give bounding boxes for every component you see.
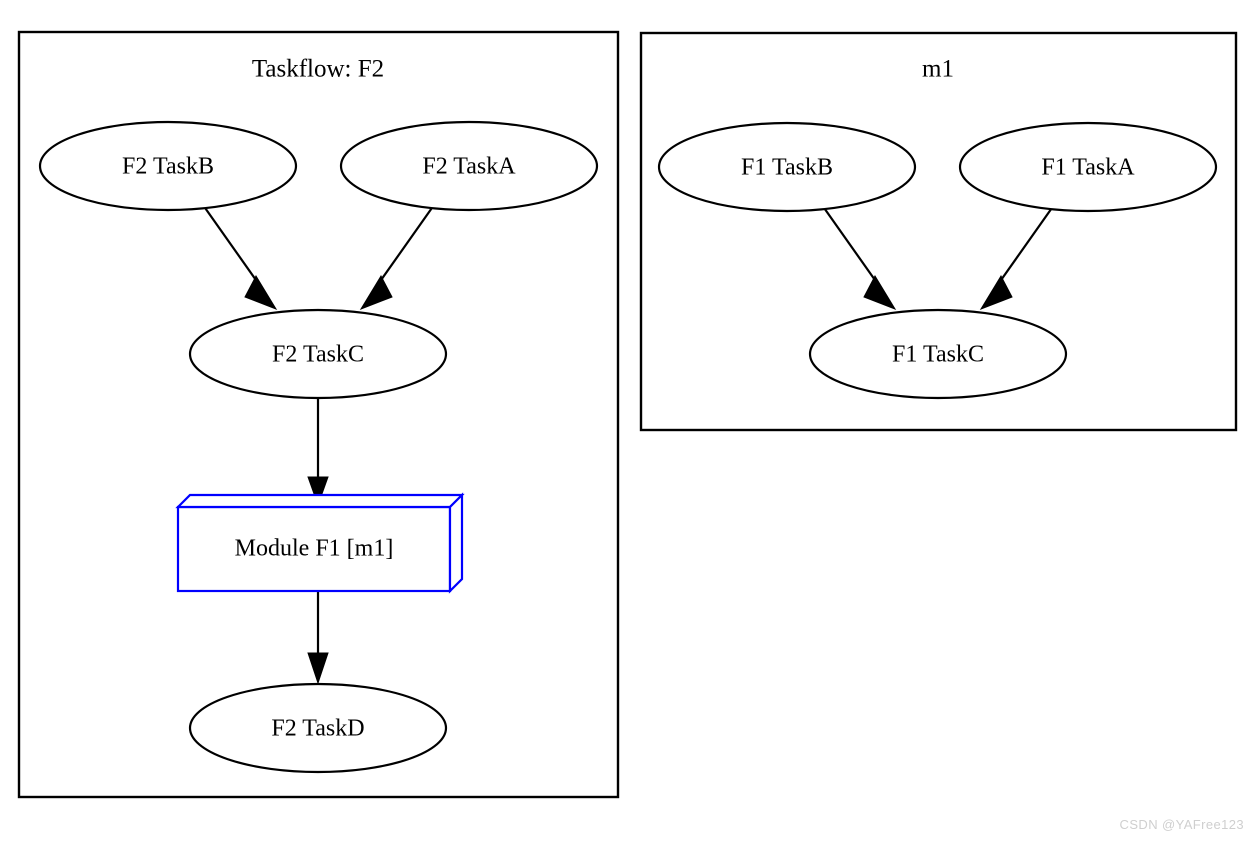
node-f1-taska-label: F1 TaskA [1041, 155, 1135, 181]
edge-f2-taskb-to-f2-taskc [202, 204, 278, 310]
node-f1-taskc-label: F1 TaskC [892, 342, 984, 368]
arrowhead-icon [307, 652, 329, 685]
node-f1-taskb[interactable]: F1 TaskB [657, 121, 917, 213]
node-f1-taska-shape[interactable] [958, 121, 1218, 213]
cluster-f2-border [17, 30, 620, 799]
node-f2-taskd-label: F2 TaskD [271, 716, 364, 742]
watermark-text: CSDN @YAFree123 [1119, 817, 1244, 832]
node-f1-taskc-shape[interactable] [808, 308, 1068, 400]
node-f2-taskd[interactable]: F2 TaskD [188, 682, 448, 774]
node-f2-taskb-label: F2 TaskB [122, 154, 214, 180]
node-f2-taskd-shape[interactable] [188, 682, 448, 774]
node-f2-taskb[interactable]: F2 TaskB [38, 120, 298, 212]
edge-f1-taska-to-f1-taskc [979, 204, 1055, 310]
node-f1-taska[interactable]: F1 TaskA [958, 121, 1218, 213]
node-module-f1-label: Module F1 [m1] [235, 536, 394, 562]
node-module-f1-right-face [448, 492, 464, 594]
edge-module-f1-to-f2-taskd [307, 591, 329, 685]
arrowhead-icon [307, 476, 329, 507]
node-module-f1-front-face[interactable] [176, 505, 452, 593]
cluster-m1-title: m1 [922, 56, 954, 83]
node-f2-taska-shape[interactable] [339, 120, 599, 212]
edge-f2-taska-to-f2-taskc [359, 204, 435, 310]
cluster-m1-border [639, 31, 1238, 432]
arrowhead-icon [359, 274, 393, 310]
node-f2-taskb-shape[interactable] [38, 120, 298, 212]
arrowhead-icon [244, 274, 278, 310]
cluster-m1: m1 [639, 31, 1238, 432]
node-f2-taska-label: F2 TaskA [422, 154, 516, 180]
arrowhead-icon [863, 274, 897, 310]
node-f2-taska[interactable]: F2 TaskA [339, 120, 599, 212]
arrowhead-icon [979, 274, 1013, 310]
node-module-f1-top-face [175, 493, 465, 509]
cluster-f2-title: Taskflow: F2 [252, 56, 384, 83]
edge-f2-taskc-to-module-f1 [307, 399, 329, 507]
node-f1-taskb-shape[interactable] [657, 121, 917, 213]
node-f2-taskc[interactable]: F2 TaskC [188, 308, 448, 400]
node-f2-taskc-shape[interactable] [188, 308, 448, 400]
cluster-taskflow-f2: Taskflow: F2 [17, 30, 620, 799]
node-f1-taskc[interactable]: F1 TaskC [808, 308, 1068, 400]
edge-f1-taskb-to-f1-taskc [821, 204, 897, 310]
node-f2-taskc-label: F2 TaskC [272, 342, 364, 368]
node-module-f1[interactable]: Module F1 [m1] [175, 492, 465, 594]
node-f1-taskb-label: F1 TaskB [741, 155, 833, 181]
